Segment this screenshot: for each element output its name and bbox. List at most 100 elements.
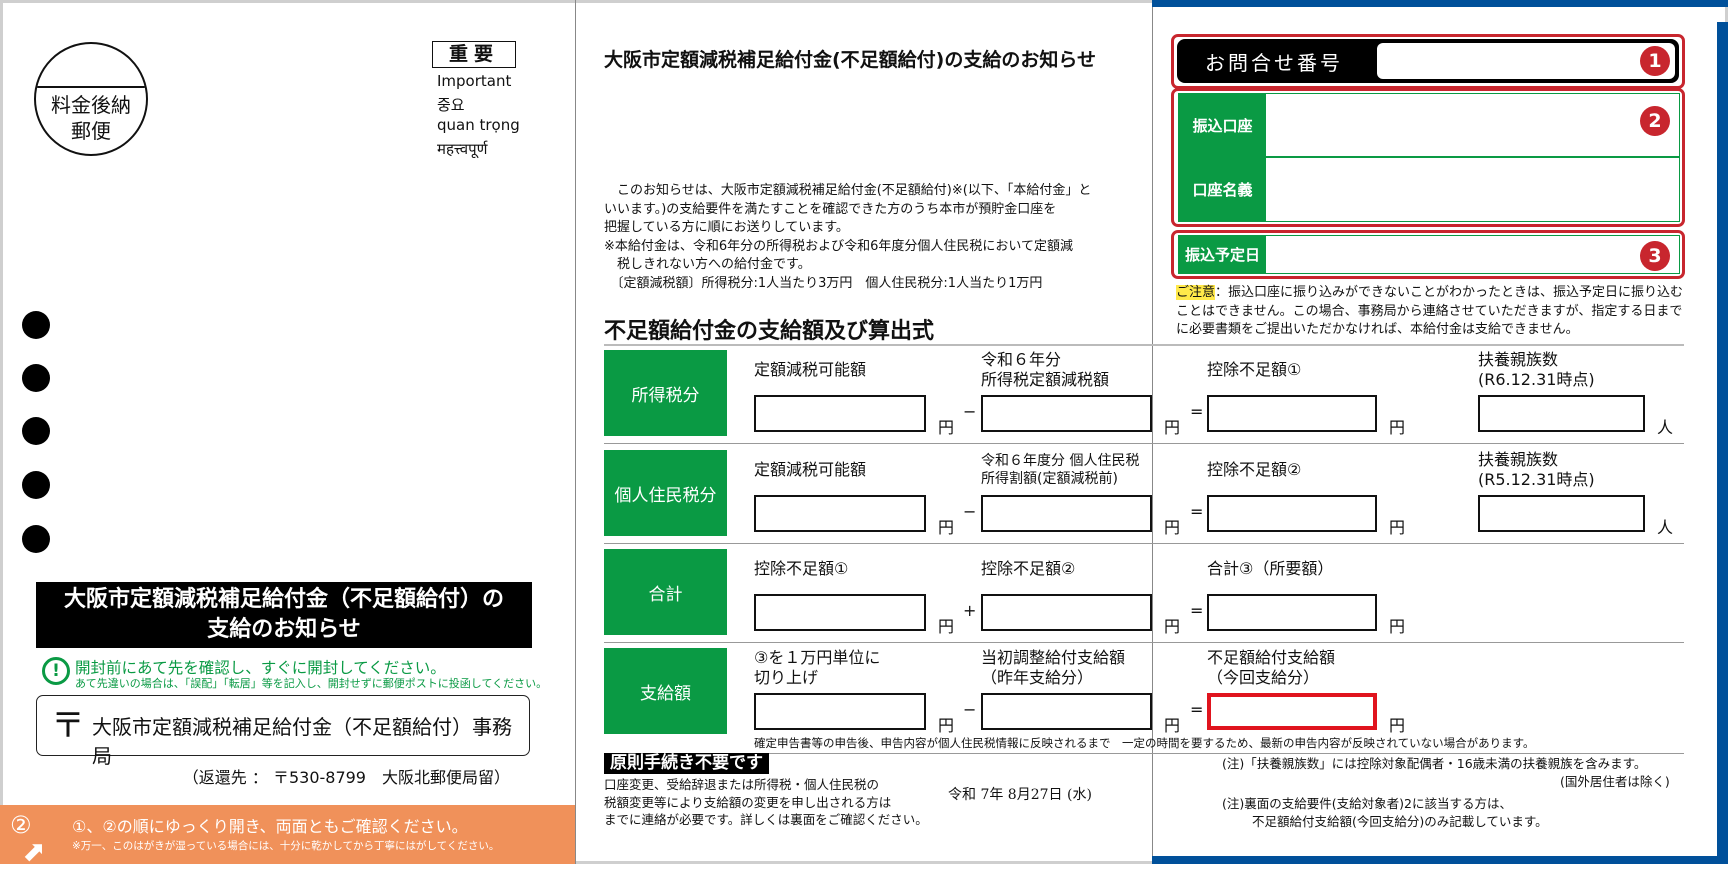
operator: − (963, 502, 977, 521)
notice-body: このお知らせは、大阪市定額減税補足給付金(不足額給付)※(以下、「本給付金」と … (604, 182, 1144, 293)
postage-stamp-mark: 料金後納 郵便 (34, 42, 148, 156)
exclamation-icon: ! (42, 657, 70, 685)
operator: − (963, 402, 977, 421)
section-title: 不足額給付金の支給額及び算出式 (604, 319, 935, 344)
column-label: 合計③（所要額） (1207, 559, 1334, 578)
unit-people: 人 (1657, 518, 1674, 537)
bank-account-row: 振込口座 (1178, 93, 1680, 157)
operator: = (1190, 601, 1204, 620)
notice-title: 大阪市定額減税補足給付金(不足額給付)の支給のお知らせ (604, 49, 1096, 71)
unit-yen: 円 (1164, 418, 1181, 437)
no-procedure-label: 原則手続き不要です (604, 753, 769, 774)
unit-yen: 円 (1389, 518, 1406, 537)
misdelivery-notice: あて先違いの場合は、「誤配」「転居」等を記入し、開封せずに郵便ポストに投函してく… (75, 677, 548, 690)
amount-field (981, 693, 1152, 730)
operator: = (1190, 402, 1204, 421)
unit-yen: 円 (938, 716, 955, 735)
column-label: ③を１万円単位に 切り上げ (754, 648, 881, 687)
braille-dot (22, 525, 50, 553)
note-dependents-exclusion: (国外居住者は除く) (1560, 774, 1670, 789)
amount-field (754, 693, 926, 730)
transfer-date-frame (1171, 230, 1685, 279)
column-label: 控除不足額② (981, 559, 1076, 578)
fold-line-right (1152, 0, 1153, 864)
transfer-date-row: 振込予定日 (1178, 235, 1680, 274)
body-paragraph: ※本給付金は、令和6年分の所得税および令和6年度分個人住民税において定額減 税し… (604, 238, 1074, 291)
unit-yen: 円 (1164, 716, 1181, 735)
unit-yen: 円 (1389, 716, 1406, 735)
amount-field (1478, 495, 1645, 532)
amount-field (754, 594, 926, 631)
caution-text: ：振込口座に振り込みができないことがわかったときは、振込予定日に振り込むことはで… (1176, 285, 1684, 337)
sender-box: 〒 大阪市定額減税補足給付金（不足額給付）事務局 (36, 695, 530, 768)
unit-yen: 円 (1164, 518, 1181, 537)
column-label: 不足額給付支給額 （今回支給分） (1207, 648, 1336, 687)
blue-border-right (1717, 22, 1728, 864)
column-label: 控除不足額② (1207, 460, 1302, 479)
unit-yen: 円 (1164, 617, 1181, 636)
inquiry-label: お問合せ番号 (1205, 51, 1343, 75)
row-label: 所得税分 (604, 350, 727, 436)
stamp-text: 料金後納 郵便 (51, 93, 131, 143)
unit-yen: 円 (1389, 617, 1406, 636)
important-ko: 중요 (437, 96, 465, 114)
badge-1: 1 (1640, 46, 1670, 76)
operator: − (963, 700, 977, 719)
important-en: Important (437, 72, 512, 90)
column-label: 令和６年分 所得税定額減税額 (981, 350, 1110, 389)
operator: = (1190, 700, 1204, 719)
fold-line-left (575, 0, 576, 864)
amount-field (754, 495, 926, 532)
unit-people: 人 (1657, 418, 1674, 437)
column-label: 扶養親族数 (R5.12.31時点) (1478, 450, 1595, 489)
amount-field (981, 495, 1152, 532)
row-divider (604, 543, 1684, 544)
envelope-title: 大阪市定額減税補足給付金（不足額給付）の 支給のお知らせ (36, 582, 532, 648)
braille-dot (22, 364, 50, 392)
column-label: 控除不足額① (754, 559, 849, 578)
body-paragraph: このお知らせは、大阪市定額減税補足給付金(不足額給付)※(以下、「本給付金」と … (604, 183, 1092, 235)
note-eligibility: (注)裏面の支給要件(支給対象者)2に該当する方は、 (1222, 796, 1512, 811)
bank-account-label: 振込口座 (1179, 94, 1266, 156)
unit-yen: 円 (938, 617, 955, 636)
sender-name: 大阪市定額減税補足給付金（不足額給付）事務局 (92, 715, 512, 768)
important-vi: quan trọng (437, 116, 520, 134)
inquiry-number-field (1377, 43, 1675, 79)
column-label: 令和６年度分 個人住民税 所得割額(定額減税前) (981, 453, 1140, 487)
row-divider (604, 642, 1684, 643)
amount-field (981, 594, 1152, 631)
note-eligibility-detail: 不足額給付支給額(今回支給分)のみ記載しています。 (1252, 814, 1548, 829)
row-label: 支給額 (604, 648, 727, 734)
row-label: 合計 (604, 549, 727, 635)
unit-yen: 円 (938, 518, 955, 537)
deadline-date: 令和 7年 8月27日 (水) (948, 787, 1092, 803)
braille-dot (22, 471, 50, 499)
open-instruction: ①、②の順にゆっくり開き、両面ともご確認ください。 (72, 817, 468, 836)
step-number: ② (10, 811, 32, 839)
badge-2: 2 (1640, 106, 1670, 136)
inquiry-frame (1171, 34, 1685, 89)
return-address: （返還先 ： 〒530-8799 大阪北郵便局留） (182, 768, 510, 787)
operator: = (1190, 502, 1204, 521)
braille-dot (22, 417, 50, 445)
operator: + (963, 601, 977, 620)
braille-dot (22, 311, 50, 339)
column-label: 定額減税可能額 (754, 460, 867, 479)
amount-field (981, 395, 1152, 432)
amount-field (1207, 594, 1377, 631)
amount-field (1207, 495, 1377, 532)
inquiry-number: お問合せ番号 (1177, 39, 1679, 83)
open-instruction-band: ② ➡ ①、②の順にゆっくり開き、両面ともご確認ください。 ※万一、このはがきが… (0, 805, 575, 871)
table-footnote: 確定申告書等の申告後、申告内容が個人住民税情報に反映されるまで 一定の時間を要す… (754, 736, 1535, 750)
section-divider (604, 344, 1684, 346)
transfer-date-label: 振込予定日 (1179, 236, 1266, 273)
table-bottom-line (604, 753, 1684, 754)
unit-yen: 円 (938, 418, 955, 437)
amount-field (754, 395, 926, 432)
amount-field (1207, 395, 1377, 432)
blue-border-top (1152, 0, 1728, 7)
badge-3: 3 (1640, 241, 1670, 271)
important-hi: महत्त्वपूर्ण (437, 140, 488, 158)
note-dependents: (注)「扶養親族数」には控除対象配偶者・16歳未満の扶養親族を含みます。 (1222, 756, 1647, 771)
postal-mark-icon: 〒 (51, 706, 85, 746)
